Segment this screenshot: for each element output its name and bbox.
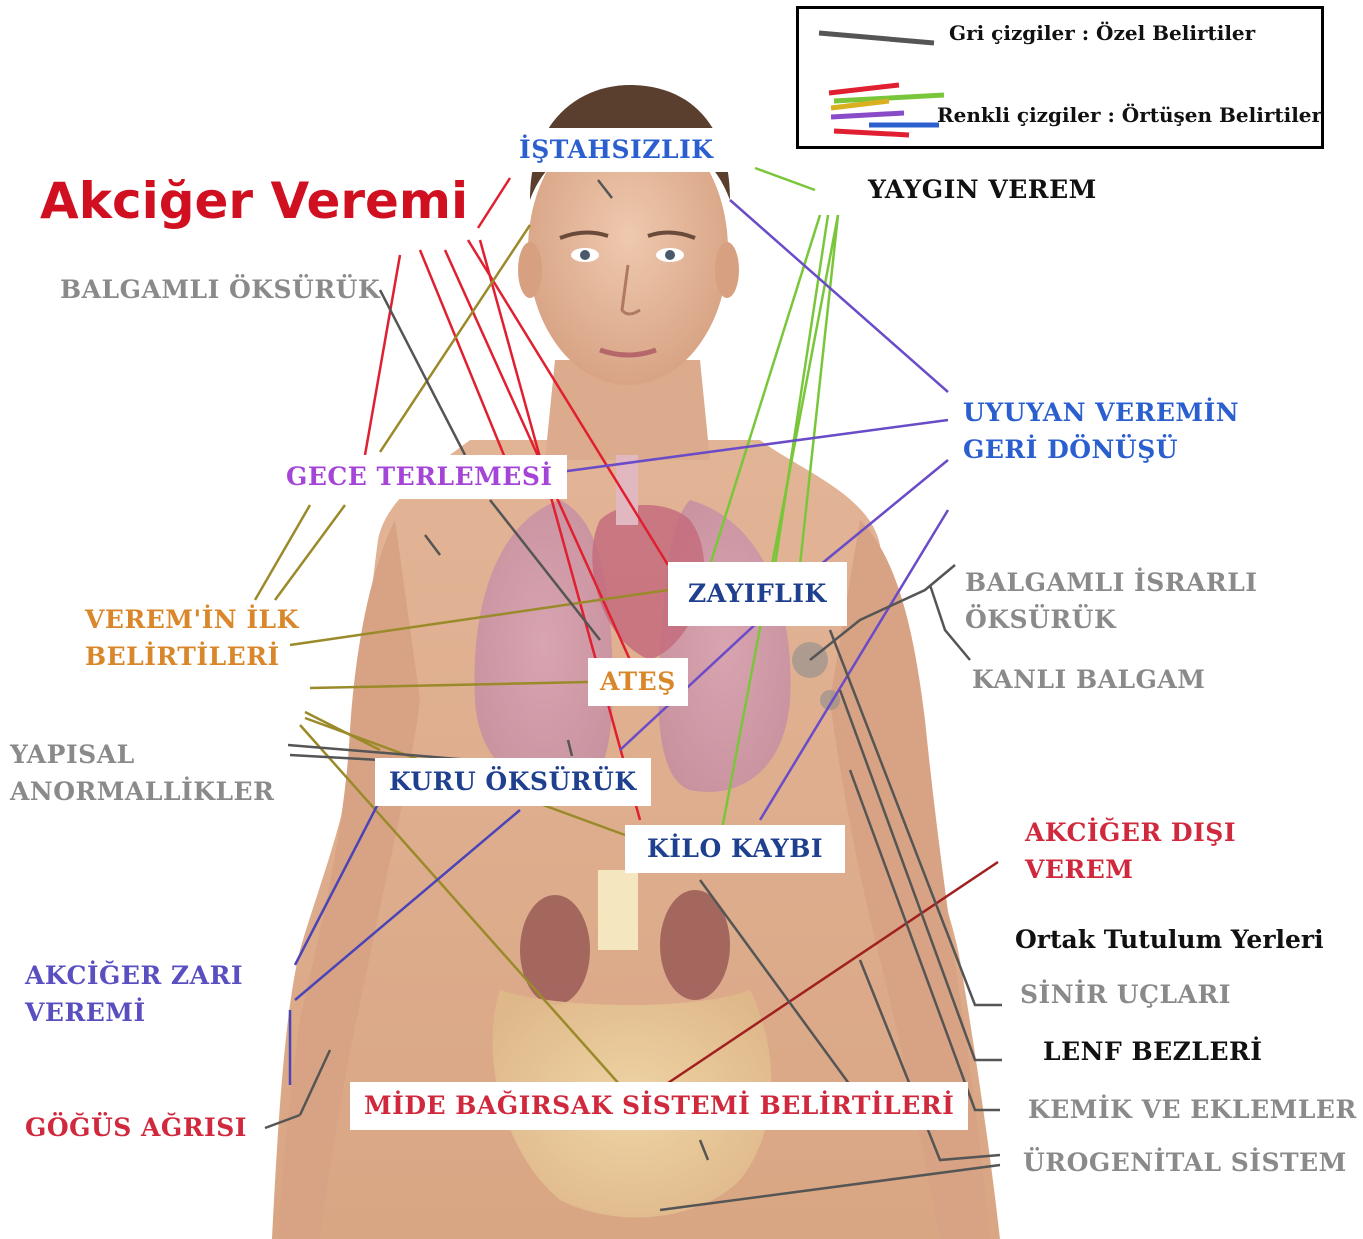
- legend-red-line-2: [834, 131, 909, 135]
- legend-swatches: [809, 13, 949, 148]
- legend-green-line: [834, 95, 944, 101]
- label-ates: ATEŞ: [588, 658, 688, 706]
- label-kilo-kaybi: KİLO KAYBI: [625, 825, 845, 873]
- diagram-title: Akciğer Veremi: [40, 172, 468, 230]
- label-lenf-bezleri: LENF BEZLERİ: [1043, 1034, 1262, 1070]
- legend-gray-line: [819, 33, 934, 43]
- label-zar-line1: AKCİĞER ZARI: [25, 958, 243, 994]
- label-zayiflik: ZAYIFLIK: [668, 562, 847, 626]
- label-yapisal-line1: YAPISAL: [10, 737, 135, 773]
- label-balgamli-oksuruk: BALGAMLI ÖKSÜRÜK: [60, 272, 380, 308]
- label-akciger-disi-line2: VEREM: [1025, 852, 1133, 888]
- legend-red-line: [829, 85, 899, 93]
- label-uyuyan-line2: GERİ DÖNÜŞÜ: [963, 432, 1178, 468]
- label-uyuyan-line1: UYUYAN VEREMİN: [963, 395, 1239, 431]
- left-kidney: [520, 895, 590, 1005]
- label-kemik-eklemler: KEMİK VE EKLEMLER: [1028, 1092, 1357, 1128]
- label-zar-line2: VEREMİ: [25, 995, 146, 1031]
- label-israrli-line2: ÖKSÜRÜK: [965, 602, 1116, 638]
- label-akciger-disi-line1: AKCİĞER DIŞI: [1025, 815, 1236, 851]
- label-verem-ilk-line2: BELİRTİLERİ: [85, 639, 280, 675]
- label-verem-ilk-line1: VEREM'İN İLK: [85, 602, 299, 638]
- label-gece-terlemesi: GECE TERLEMESİ: [272, 455, 567, 499]
- legend-purple-line: [831, 113, 904, 117]
- label-istahsizlik: İŞTAHSIZLIK: [505, 128, 728, 172]
- label-yaygin-verem: YAYGIN VEREM: [868, 172, 1097, 208]
- label-kuru-oksuruk: KURU ÖKSÜRÜK: [375, 758, 651, 806]
- legend-gray-label: Gri çizgiler : Özel Belirtiler: [949, 21, 1255, 45]
- label-israrli-line1: BALGAMLI İSRARLI: [965, 565, 1257, 601]
- label-sinir-uclari: SİNİR UÇLARI: [1020, 977, 1231, 1013]
- label-urogenital: ÜROGENİTAL SİSTEM: [1023, 1145, 1347, 1181]
- label-ortak-tutulum: Ortak Tutulum Yerleri: [1015, 922, 1324, 958]
- label-mide-bagirsak: MİDE BAĞIRSAK SİSTEMİ BELİRTİLERİ: [350, 1082, 968, 1130]
- label-yapisal-line2: ANORMALLİKLER: [10, 774, 274, 810]
- label-kanli-balgam: KANLI BALGAM: [972, 662, 1205, 698]
- label-gogus-agrisi: GÖĞÜS AĞRISI: [25, 1110, 247, 1146]
- legend: Gri çizgiler : Özel Belirtiler Renkli çi…: [796, 6, 1324, 149]
- legend-color-label: Renkli çizgiler : Örtüşen Belirtiler: [937, 103, 1322, 127]
